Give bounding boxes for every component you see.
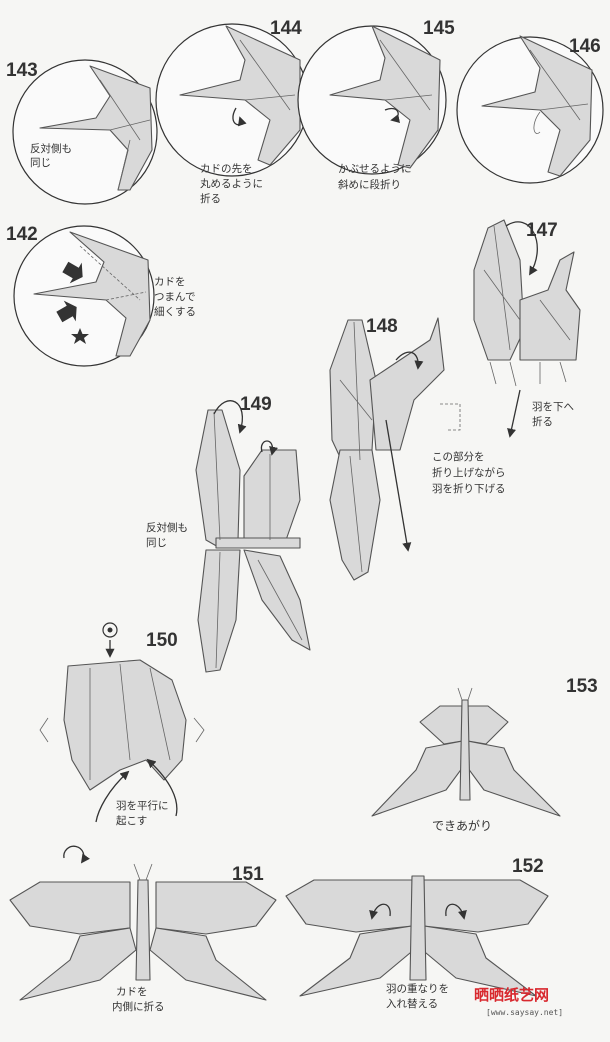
step-147-fold-arrow — [505, 221, 538, 276]
step-147-caption-line-1: 羽を下へ — [532, 401, 574, 413]
step-149-left-upper-wing — [195, 409, 241, 549]
step-152: 152 羽の重なりを 入れ替える — [285, 856, 549, 1010]
step-142-caption-line-1: カドを — [154, 276, 186, 288]
step-144-caption-line-2: 丸めるように — [200, 177, 263, 190]
step-151-right-hindwing — [149, 927, 267, 1001]
step-142-push-arrow-top — [62, 261, 83, 284]
rotate-icon — [63, 845, 90, 864]
step-149-fold-arrow-2 — [260, 440, 279, 456]
step-144-number: 144 — [270, 18, 302, 39]
step-152-body — [409, 875, 427, 981]
step-142-number: 142 — [6, 224, 38, 245]
step-148-down-arrow — [385, 419, 412, 552]
step-142: 142 カドを つまんで 細くする — [6, 224, 196, 367]
step-150: 150 羽を平行に 起こす — [39, 622, 205, 827]
step-153: 153 できあがり — [371, 676, 598, 833]
watermark-url: [www.saysay.net] — [486, 1008, 563, 1017]
step-150-arrow-left — [95, 770, 130, 823]
step-144-caption-line-3: 折る — [200, 192, 221, 205]
step-145-model — [329, 25, 441, 169]
step-151-caption-line-1: カドを — [116, 986, 148, 998]
step-151-body — [135, 879, 151, 981]
step-151-left-forewing — [9, 881, 131, 935]
step-148-upper-wing — [329, 319, 377, 471]
step-151-left-hindwing — [19, 927, 137, 1001]
step-147: 147 羽を下へ 折る — [473, 219, 581, 438]
step-149: 149 反対側も 同じ — [146, 394, 311, 673]
step-143: 143 反対側も 同じ — [6, 59, 158, 205]
step-153-body — [459, 699, 471, 801]
step-145: 145 かぶせるように 斜めに段折り — [297, 18, 455, 191]
step-151-number: 151 — [232, 864, 264, 885]
step-152-swap-arrow-right — [445, 903, 467, 920]
watermark: 晒晒纸艺网 [www.saysay.net] — [474, 986, 563, 1017]
step-148-fold-arrow — [395, 351, 424, 370]
step-149-left-lower-wing — [197, 549, 241, 673]
step-150-arrow-right — [146, 758, 178, 817]
step-149-caption-line-2: 同じ — [146, 537, 167, 549]
step-145-fold-arrow — [384, 107, 401, 124]
step-145-caption-line-2: 斜めに段折り — [338, 178, 401, 191]
step-148: 148 この部分を 折り上げながら 羽を折り下げる — [329, 316, 506, 581]
step-153-left-hindwing — [371, 739, 469, 817]
step-146-model — [481, 35, 593, 177]
step-153-right-hindwing — [461, 739, 561, 817]
step-149-fold-arrow-1 — [213, 400, 247, 434]
step-145-caption-line-1: かぶせるように — [338, 163, 412, 175]
step-151: 151 カドを 内側に折る — [9, 845, 277, 1013]
step-150-caption-line-2: 起こす — [116, 815, 147, 827]
step-147-number: 147 — [526, 220, 558, 241]
step-145-number: 145 — [423, 18, 455, 39]
step-144-curl-arrow — [232, 107, 247, 127]
step-150-eye-icon — [102, 622, 118, 638]
step-152-caption-line-1: 羽の重なりを — [386, 982, 449, 995]
step-143-caption-line-1: 反対側も — [30, 142, 72, 155]
step-144: 144 カドの先を 丸めるように 折る — [155, 18, 309, 205]
step-150-model — [63, 659, 187, 791]
step-143-number: 143 — [6, 60, 38, 81]
step-147-caption-line-2: 折る — [532, 415, 553, 428]
step-149-number: 149 — [240, 394, 272, 415]
step-148-caption-line-2: 折り上げながら — [432, 466, 506, 479]
step-142-star-icon — [71, 328, 89, 344]
step-147-body — [519, 251, 581, 361]
step-148-caption-line-3: 羽を折り下げる — [432, 482, 506, 495]
step-142-push-arrow-bottom — [56, 300, 77, 323]
step-152-caption-line-2: 入れ替える — [386, 997, 438, 1010]
step-149-right-upper-wing — [243, 449, 301, 549]
step-152-right-forewing — [423, 879, 549, 933]
step-148-number: 148 — [366, 316, 398, 337]
step-149-body — [215, 537, 301, 549]
step-152-number: 152 — [512, 856, 544, 877]
step-150-caption-line-1: 羽を平行に — [116, 799, 169, 812]
step-147-down-arrow — [507, 389, 521, 438]
step-147-wing — [473, 219, 525, 361]
step-142-model — [33, 231, 151, 357]
step-148-body — [369, 317, 445, 451]
step-149-caption-line-1: 反対側も — [146, 521, 188, 534]
step-142-caption-line-3: 細くする — [154, 305, 196, 318]
step-153-number: 153 — [566, 676, 598, 697]
step-142-caption-line-2: つまんで — [154, 291, 195, 303]
step-148-caption-line-1: この部分を — [432, 450, 485, 463]
step-144-caption-line-1: カドの先を — [200, 163, 253, 175]
watermark-title: 晒晒纸艺网 — [474, 986, 549, 1004]
step-150-number: 150 — [146, 630, 178, 651]
step-148-lower-wing — [329, 449, 381, 581]
step-152-left-forewing — [285, 879, 413, 933]
step-151-right-forewing — [155, 881, 277, 935]
step-143-caption-line-2: 同じ — [30, 157, 51, 169]
step-146: 146 — [456, 35, 604, 184]
step-152-swap-arrow-left — [369, 903, 391, 920]
step-151-caption-line-2: 内側に折る — [112, 1000, 165, 1013]
step-153-caption: できあがり — [432, 818, 492, 833]
step-149-right-lower-wing — [243, 549, 311, 651]
step-146-number: 146 — [569, 36, 601, 57]
